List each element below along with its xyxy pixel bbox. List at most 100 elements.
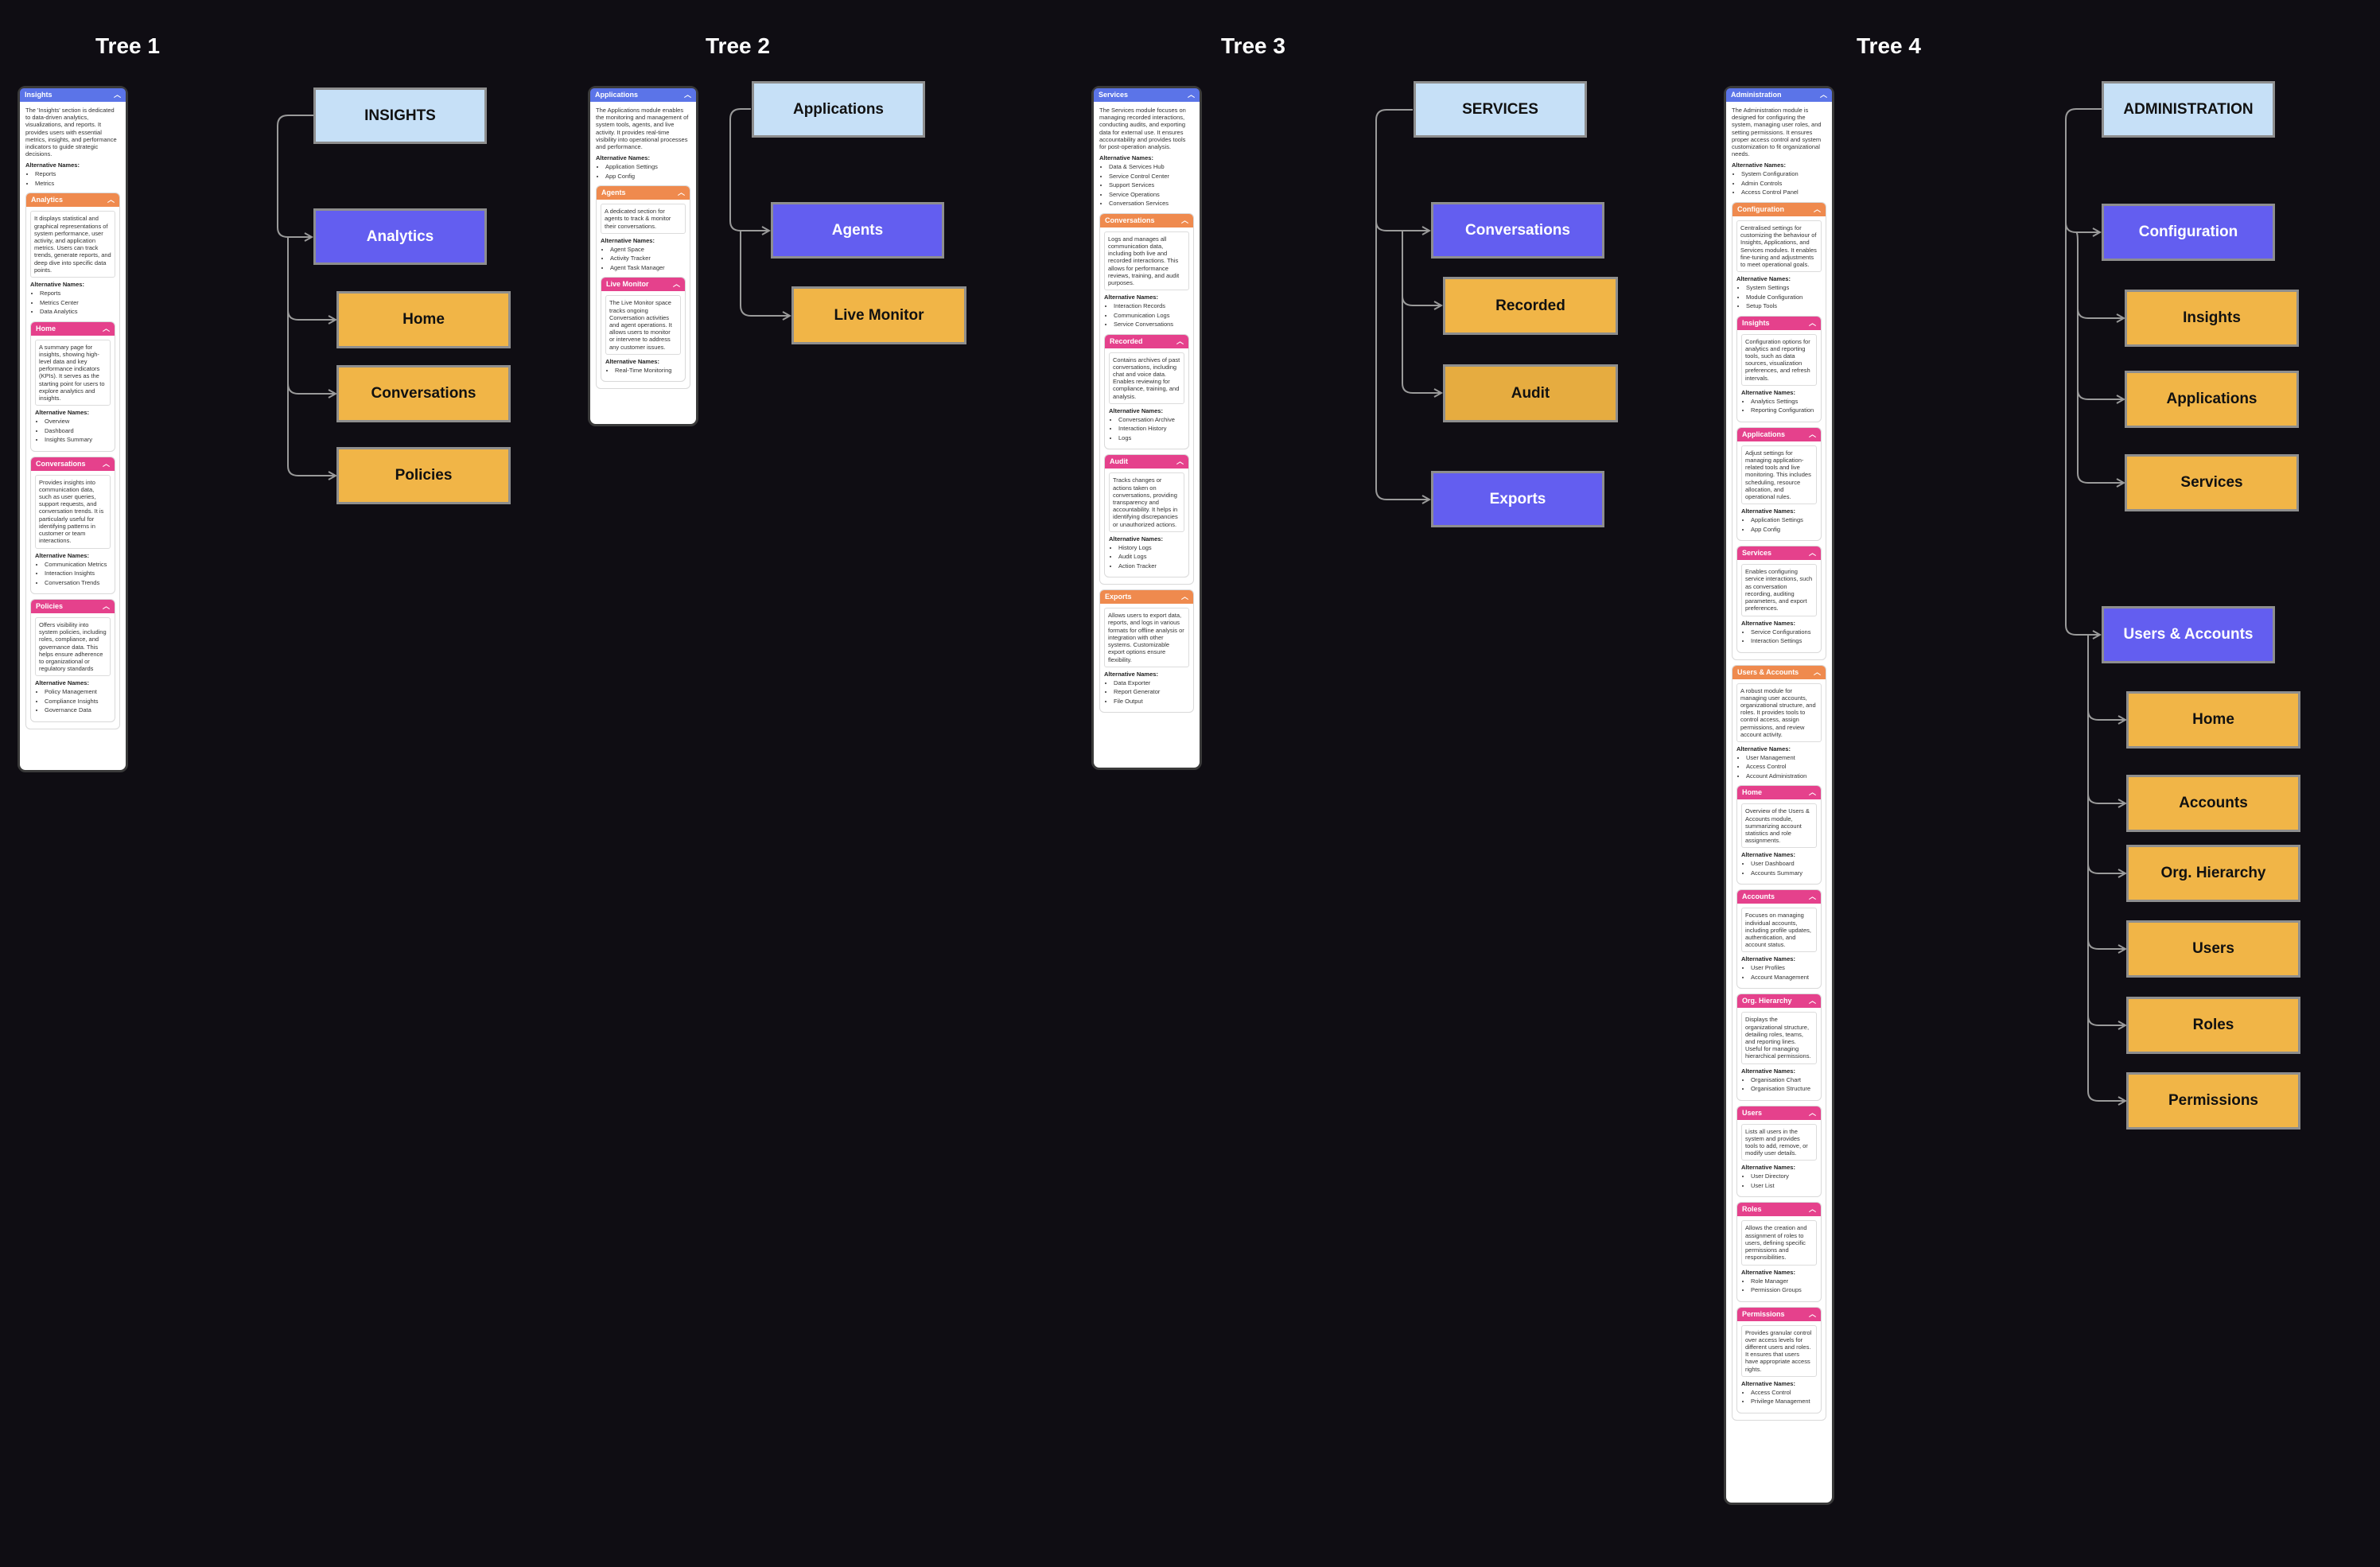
node-analytics[interactable]: Analytics bbox=[313, 208, 487, 265]
chevron-up-icon[interactable]: ︿ bbox=[1808, 1309, 1816, 1318]
alt-name: User Directory bbox=[1751, 1172, 1817, 1181]
users-accounts-section-header[interactable]: Users & Accounts︿ bbox=[1732, 665, 1826, 679]
exports-section-header[interactable]: Exports︿ bbox=[1100, 590, 1193, 605]
chevron-up-icon[interactable]: ︿ bbox=[1180, 216, 1188, 224]
services-config-header[interactable]: Services︿ bbox=[1737, 546, 1821, 561]
node-services[interactable]: SERVICES bbox=[1414, 81, 1587, 138]
administration-panel-header[interactable]: Administration︿ bbox=[1726, 88, 1832, 102]
node-config-insights[interactable]: Insights bbox=[2125, 290, 2299, 347]
permissions-section-header[interactable]: Permissions︿ bbox=[1737, 1307, 1821, 1321]
alt-name: Audit Logs bbox=[1118, 552, 1184, 562]
section-title: Recorded bbox=[1110, 336, 1143, 345]
alt-names-label: Alternative Names: bbox=[1741, 1379, 1795, 1387]
tree-2-title: Tree 2 bbox=[706, 33, 770, 58]
chevron-up-icon[interactable]: ︿ bbox=[1819, 91, 1827, 99]
chevron-up-icon[interactable]: ︿ bbox=[1187, 91, 1195, 99]
alt-names-label: Alternative Names: bbox=[1736, 275, 1791, 283]
org-hierarchy-section: Org. Hierarchy︿ Displays the organizatio… bbox=[1736, 993, 1822, 1101]
chevron-up-icon[interactable]: ︿ bbox=[113, 91, 121, 99]
chevron-up-icon[interactable]: ︿ bbox=[1808, 892, 1816, 901]
alt-name: Reports bbox=[35, 169, 120, 179]
chevron-up-icon[interactable]: ︿ bbox=[1808, 1205, 1816, 1214]
node-administration[interactable]: ADMINISTRATION bbox=[2102, 81, 2275, 138]
agents-section-header[interactable]: Agents︿ bbox=[597, 186, 690, 200]
chevron-up-icon[interactable]: ︿ bbox=[1176, 457, 1184, 466]
chevron-up-icon[interactable]: ︿ bbox=[1808, 430, 1816, 438]
chevron-up-icon[interactable]: ︿ bbox=[1808, 549, 1816, 558]
connector-services-exports bbox=[1375, 221, 1429, 500]
policies-section: Policies︿ Offers visibility into system … bbox=[30, 599, 115, 722]
node-applications[interactable]: Applications bbox=[752, 81, 925, 138]
description-box: A summary page for insights, showing hig… bbox=[35, 339, 111, 406]
audit-section-header[interactable]: Audit︿ bbox=[1105, 455, 1188, 469]
alt-name: Module Configuration bbox=[1746, 293, 1822, 302]
tree-1-title: Tree 1 bbox=[95, 33, 160, 58]
node-ua-users[interactable]: Users bbox=[2126, 920, 2300, 978]
alt-names-label: Alternative Names: bbox=[35, 551, 89, 559]
chevron-up-icon[interactable]: ︿ bbox=[1808, 788, 1816, 797]
node-ua-org-hierarchy[interactable]: Org. Hierarchy bbox=[2126, 845, 2300, 902]
roles-section-header[interactable]: Roles︿ bbox=[1737, 1203, 1821, 1217]
services-panel-header[interactable]: Services︿ bbox=[1094, 88, 1200, 102]
insights-panel-header[interactable]: Insights︿ bbox=[20, 88, 126, 102]
chevron-up-icon[interactable]: ︿ bbox=[1808, 997, 1816, 1005]
insights-config-header[interactable]: Insights︿ bbox=[1737, 316, 1821, 330]
node-home[interactable]: Home bbox=[336, 291, 511, 348]
chevron-up-icon[interactable]: ︿ bbox=[102, 459, 110, 468]
node-insights[interactable]: INSIGHTS bbox=[313, 87, 487, 144]
chevron-up-icon[interactable]: ︿ bbox=[107, 196, 115, 204]
applications-config-header[interactable]: Applications︿ bbox=[1737, 427, 1821, 441]
applications-panel-header[interactable]: Applications︿ bbox=[590, 88, 696, 102]
accounts-section-header[interactable]: Accounts︿ bbox=[1737, 890, 1821, 904]
chevron-up-icon[interactable]: ︿ bbox=[102, 602, 110, 610]
applications-config-section: Applications︿ Adjust settings for managi… bbox=[1736, 426, 1822, 542]
chevron-up-icon[interactable]: ︿ bbox=[102, 324, 110, 332]
policies-section-header[interactable]: Policies︿ bbox=[31, 600, 115, 613]
conversations-section-header[interactable]: Conversations︿ bbox=[1100, 213, 1193, 227]
audit-section: Audit︿ Tracks changes or actions taken o… bbox=[1104, 454, 1189, 578]
node-ua-permissions[interactable]: Permissions bbox=[2126, 1072, 2300, 1130]
node-ua-accounts[interactable]: Accounts bbox=[2126, 775, 2300, 832]
connector-ua-users bbox=[2087, 864, 2125, 949]
node-audit[interactable]: Audit bbox=[1443, 364, 1618, 422]
node-ua-home[interactable]: Home bbox=[2126, 691, 2300, 749]
home-section-header[interactable]: Home︿ bbox=[1737, 786, 1821, 800]
node-ua-roles[interactable]: Roles bbox=[2126, 997, 2300, 1054]
description-box: Configuration options for analytics and … bbox=[1741, 333, 1817, 386]
conversations-section-header[interactable]: Conversations︿ bbox=[31, 457, 115, 471]
node-users-accounts[interactable]: Users & Accounts bbox=[2102, 606, 2275, 663]
chevron-up-icon[interactable]: ︿ bbox=[672, 280, 680, 289]
alt-names-label: Alternative Names: bbox=[1741, 1164, 1795, 1172]
chevron-up-icon[interactable]: ︿ bbox=[1813, 667, 1821, 676]
chevron-up-icon[interactable]: ︿ bbox=[677, 189, 685, 197]
chevron-up-icon[interactable]: ︿ bbox=[1813, 204, 1821, 213]
chevron-up-icon[interactable]: ︿ bbox=[1176, 336, 1184, 345]
node-config-applications[interactable]: Applications bbox=[2125, 371, 2299, 428]
users-section-header[interactable]: Users︿ bbox=[1737, 1106, 1821, 1120]
node-conversations[interactable]: Conversations bbox=[1431, 202, 1604, 259]
description-box: Contains archives of past conversations,… bbox=[1109, 352, 1184, 404]
section-description: Offers visibility into system policies, … bbox=[39, 621, 107, 673]
home-section-header[interactable]: Home︿ bbox=[31, 321, 115, 336]
node-config-services[interactable]: Services bbox=[2125, 454, 2299, 511]
chevron-up-icon[interactable]: ︿ bbox=[1180, 593, 1188, 601]
node-configuration[interactable]: Configuration bbox=[2102, 204, 2275, 261]
chevron-up-icon[interactable]: ︿ bbox=[683, 91, 691, 99]
alt-names-label: Alternative Names: bbox=[35, 679, 89, 687]
chevron-up-icon[interactable]: ︿ bbox=[1808, 318, 1816, 327]
node-live-monitor[interactable]: Live Monitor bbox=[791, 286, 966, 344]
node-exports[interactable]: Exports bbox=[1431, 471, 1604, 527]
chevron-up-icon[interactable]: ︿ bbox=[1808, 1108, 1816, 1117]
node-policies[interactable]: Policies bbox=[336, 447, 511, 504]
section-description: Centralised settings for customizing the… bbox=[1740, 224, 1817, 268]
permissions-section: Permissions︿ Provides granular control o… bbox=[1736, 1306, 1822, 1413]
analytics-section-header[interactable]: Analytics︿ bbox=[26, 193, 119, 208]
node-conversations[interactable]: Conversations bbox=[336, 365, 511, 422]
node-recorded[interactable]: Recorded bbox=[1443, 277, 1618, 335]
live-monitor-section-header[interactable]: Live Monitor︿ bbox=[601, 278, 685, 292]
recorded-section-header[interactable]: Recorded ︿ bbox=[1105, 334, 1188, 348]
tree-4-title: Tree 4 bbox=[1857, 33, 1921, 58]
node-agents[interactable]: Agents bbox=[771, 202, 944, 259]
org-hierarchy-section-header[interactable]: Org. Hierarchy︿ bbox=[1737, 994, 1821, 1009]
configuration-section-header[interactable]: Configuration︿ bbox=[1732, 202, 1826, 216]
